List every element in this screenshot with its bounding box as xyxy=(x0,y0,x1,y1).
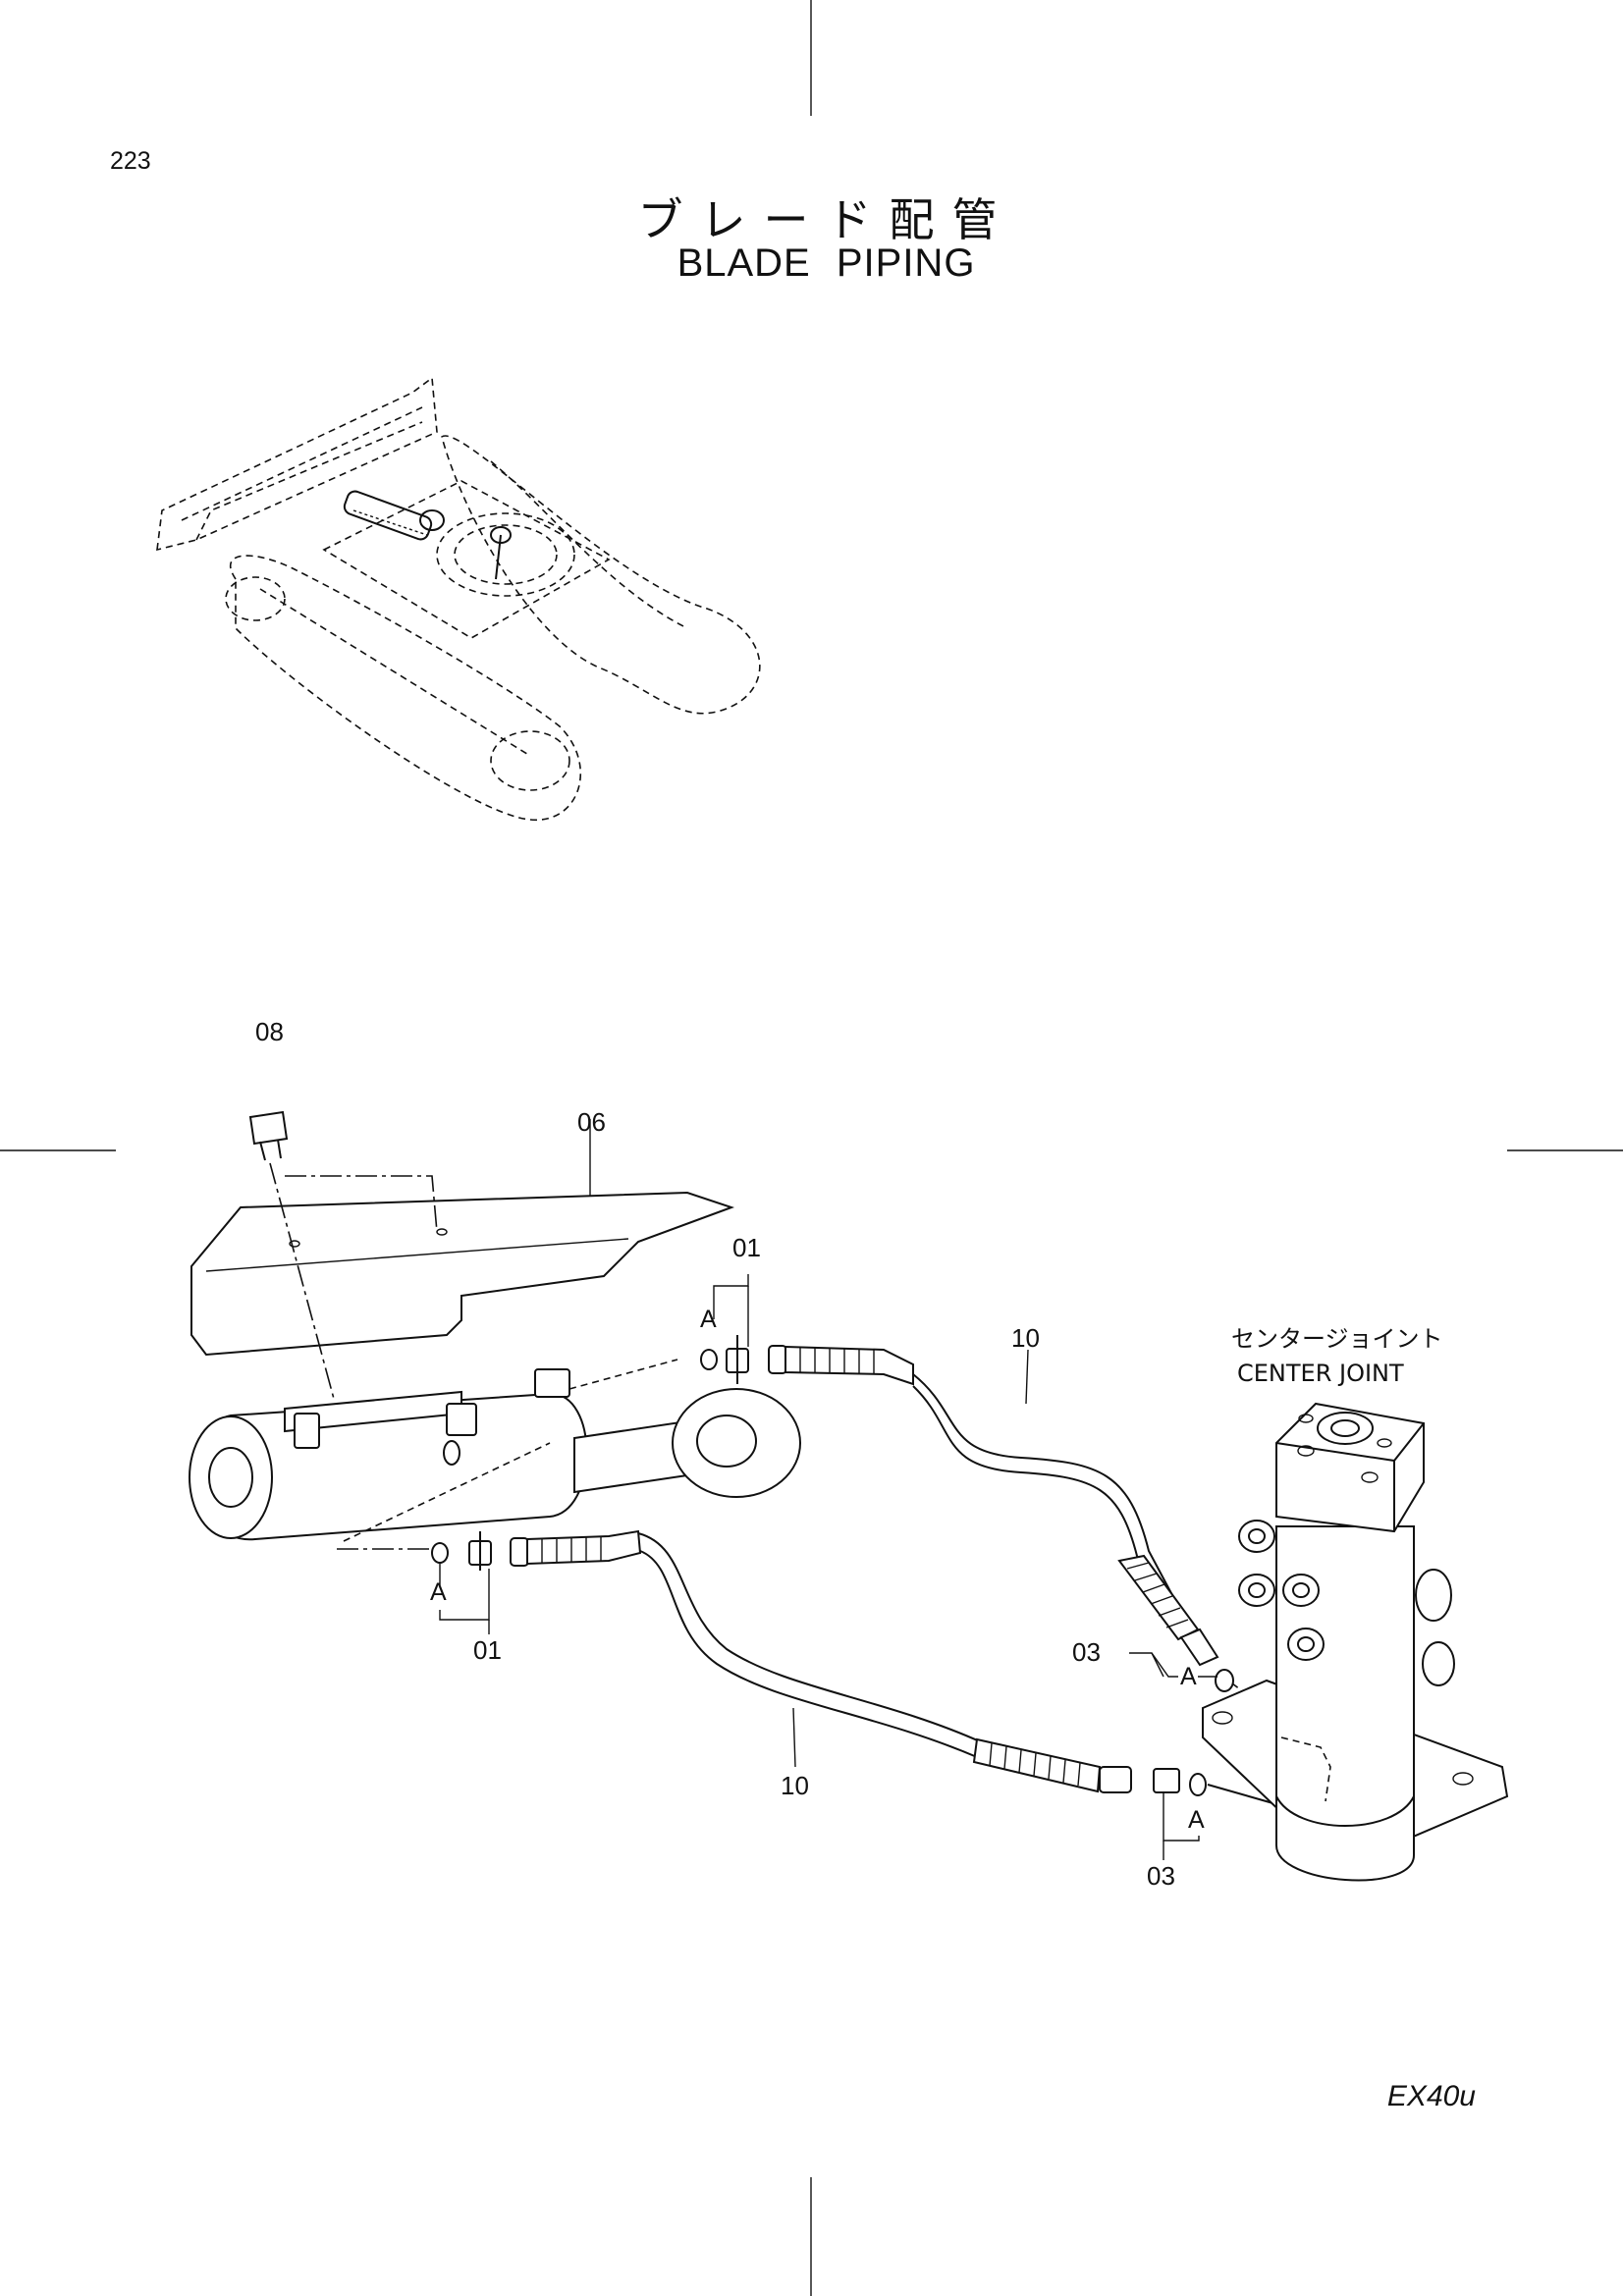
upper-hose-assembly xyxy=(568,1335,1326,1777)
callout-labels: 08 06 01 A 10 A 01 10 03 A A 03 センタージョイン… xyxy=(255,1017,1443,1891)
title-english: BLADE PIPING xyxy=(676,241,976,285)
cover-plate-06 xyxy=(190,1191,735,1357)
callout-a-4: A xyxy=(1188,1806,1205,1834)
callout-03-bottom: 03 xyxy=(1147,1861,1175,1891)
callout-03-right: 03 xyxy=(1072,1637,1101,1667)
callout-01-top: 01 xyxy=(732,1233,761,1262)
callout-10-top: 10 xyxy=(1011,1323,1040,1353)
callout-06: 06 xyxy=(577,1107,606,1137)
callout-a-3: A xyxy=(1180,1663,1197,1690)
blade-cylinder xyxy=(189,1368,801,1541)
callout-08: 08 xyxy=(255,1017,284,1046)
center-joint-label-en: CENTER JOINT xyxy=(1237,1360,1404,1387)
title-japanese: ブレード配管 xyxy=(637,193,1015,246)
page-number: 223 xyxy=(110,147,151,175)
callout-10-bottom: 10 xyxy=(781,1771,809,1800)
leader-lines xyxy=(439,1119,1217,1860)
callout-a-2: A xyxy=(430,1578,447,1606)
bolt-08 xyxy=(248,1110,438,1400)
callout-01-bottom: 01 xyxy=(473,1635,502,1665)
lower-hose-assembly xyxy=(337,1442,1277,1805)
undercarriage-overview xyxy=(156,376,761,821)
center-joint-label-ja: センタージョイント xyxy=(1231,1325,1443,1353)
model-code: EX40u xyxy=(1386,2080,1476,2112)
center-joint xyxy=(1202,1402,1509,1882)
callout-a-1: A xyxy=(700,1306,717,1333)
